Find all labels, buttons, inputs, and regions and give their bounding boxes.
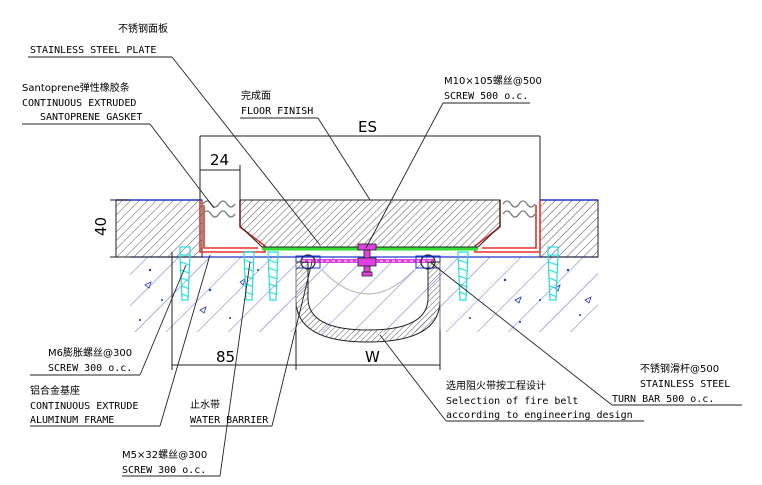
svg-text:Santoprene弹性橡胶条: Santoprene弹性橡胶条 [22,81,130,94]
svg-text:不锈钢滑杆@500: 不锈钢滑杆@500 [640,362,719,375]
svg-text:CONTINUOUS EXTRUDE: CONTINUOUS EXTRUDE [30,401,138,412]
svg-text:CONTINUOUS EXTRUDED: CONTINUOUS EXTRUDED [22,98,136,109]
santoprene-gasket-right [502,200,536,218]
svg-text:M6膨胀螺丝@300: M6膨胀螺丝@300 [48,346,132,359]
svg-text:选用阻火带按工程设计: 选用阻火带按工程设计 [446,379,546,392]
m5-screw-mid-left [267,251,279,301]
label-screw-top: M10×105螺丝@500 SCREW 500 o.c. [444,75,542,102]
label-screw-bottom: M5×32螺丝@300 SCREW 300 o.c. [122,449,207,476]
svg-text:Selection of fire belt: Selection of fire belt [446,396,578,407]
dim-es: ES [358,118,377,136]
svg-text:止水带: 止水带 [190,399,220,411]
svg-text:WATER BARRIER: WATER BARRIER [190,415,269,426]
svg-text:according to engineering desig: according to engineering design [446,410,633,421]
dim-width: W [365,348,380,366]
svg-text:铝合金基座: 铝合金基座 [30,384,80,397]
svg-text:SCREW 300 o.c.: SCREW 300 o.c. [122,465,206,476]
svg-text:SCREW 300 o.c.: SCREW 300 o.c. [48,363,132,374]
svg-text:SANTOPRENE GASKET: SANTOPRENE GASKET [40,112,142,123]
label-fire-belt: 选用阻火带按工程设计 Selection of fire belt accord… [446,379,633,421]
santoprene-gasket-left [202,200,236,218]
dim-base: 85 [216,348,235,366]
svg-text:ALUMINUM FRAME: ALUMINUM FRAME [30,415,114,426]
stainless-steel-plate [239,199,501,248]
svg-text:SCREW 500 o.c.: SCREW 500 o.c. [444,91,528,102]
label-stainless-plate: 不锈钢面板 STAINLESS STEEL PLATE [30,22,168,56]
svg-text:不锈钢面板: 不锈钢面板 [118,22,168,35]
label-turn-bar: 不锈钢滑杆@500 STAINLESS STEEL TURN BAR 500 o… [612,362,730,405]
svg-text:TURN BAR 500 o.c.: TURN BAR 500 o.c. [612,394,714,405]
label-frame: 铝合金基座 CONTINUOUS EXTRUDE ALUMINUM FRAME [30,384,138,426]
svg-text:M10×105螺丝@500: M10×105螺丝@500 [444,75,542,87]
svg-text:STAINLESS STEEL PLATE: STAINLESS STEEL PLATE [30,45,156,56]
label-gasket: Santoprene弹性橡胶条 CONTINUOUS EXTRUDED SANT… [22,81,142,123]
floor-slab-right [539,199,599,258]
m6-anchor-right [547,246,559,301]
svg-text:M5×32螺丝@300: M5×32螺丝@300 [122,449,207,461]
svg-text:STAINLESS STEEL: STAINLESS STEEL [640,379,730,390]
fire-belt [321,269,415,295]
dim-gap-top: 24 [210,151,229,169]
label-water-barrier: 止水带 WATER BARRIER [190,399,269,426]
floor-slab-left [115,199,203,258]
dim-height: 40 [92,217,110,236]
leader-lines [22,56,742,477]
m5-screw-mid-right [457,251,469,301]
svg-text:完成面: 完成面 [241,89,271,102]
label-anchor: M6膨胀螺丝@300 SCREW 300 o.c. [48,346,132,374]
label-floor-finish: 完成面 FLOOR FINISH [241,89,313,117]
svg-text:FLOOR FINISH: FLOOR FINISH [241,106,313,117]
